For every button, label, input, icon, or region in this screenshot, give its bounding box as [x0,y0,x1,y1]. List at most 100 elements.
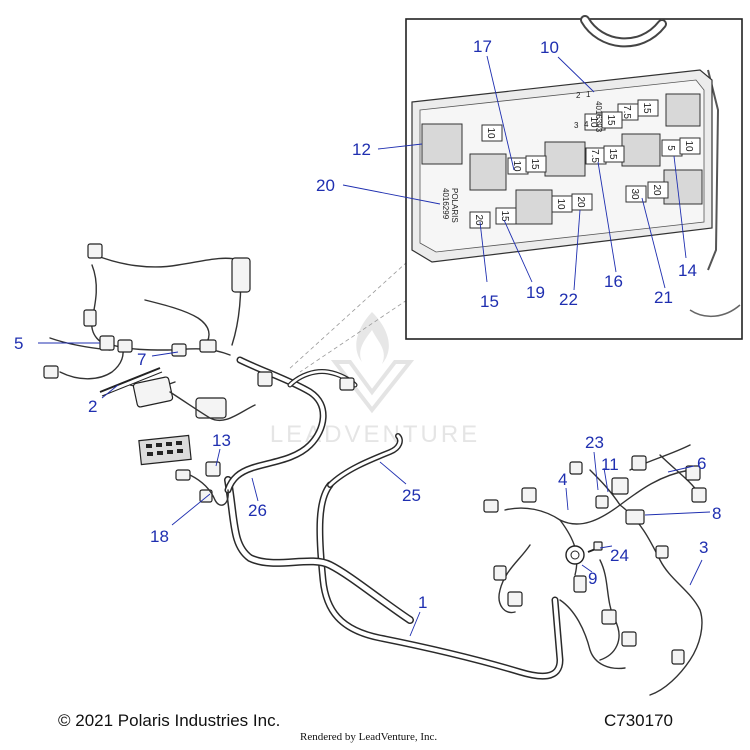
relay [421,123,463,165]
connector [507,591,523,607]
connector [117,339,133,353]
fuse-box-part-label: 4016299 [441,188,450,220]
callout-number: 26 [248,501,267,520]
callout-number: 22 [559,290,578,309]
callout-number: 20 [316,176,335,195]
callout-number: 7 [137,350,146,369]
leadventure-watermark: LEADVENTURE [270,312,480,448]
svg-text:15: 15 [641,102,652,114]
callout-number: 17 [473,37,492,56]
svg-text:10: 10 [485,127,496,139]
relay [544,141,586,177]
rendered-by-text: Rendered by LeadVenture, Inc. [300,731,438,743]
callout-number: 15 [480,292,499,311]
callout-number: 12 [352,140,371,159]
fuse-rating: 15 [525,155,547,173]
fuse-rating: 5 [661,139,683,157]
fuse-block [138,434,192,466]
callout-number: 23 [585,433,604,452]
fuse-rating: 10 [679,137,701,155]
svg-text:7.5: 7.5 [621,105,632,119]
watermark-flame-icon [356,312,389,364]
callout-number: 6 [697,454,706,473]
connector [483,499,499,513]
connector [573,575,587,593]
connector [257,371,273,387]
callout-number: 9 [588,569,597,588]
callout-number: 5 [14,334,23,353]
fuse-rating: 20 [469,211,491,229]
callout-number: 24 [610,546,629,565]
fuse-box-brand-label: POLARIS [450,188,459,223]
connector [521,487,537,503]
fuse-rating: 7.5 [585,147,607,165]
callout-number: 4 [558,470,567,489]
diagram-part-number: C730170 [604,711,674,730]
callout-number: 18 [150,527,169,546]
callout-number: 13 [212,431,231,450]
relay [665,93,701,127]
watermark-v-icon [330,360,415,414]
svg-text:15: 15 [529,158,540,170]
svg-text:10: 10 [511,160,522,172]
svg-text:20: 20 [473,214,484,226]
fuse-rating: 15 [601,111,623,129]
connector [83,309,97,327]
relay-number: 3 [574,121,579,130]
fuse-rating: 15 [495,207,517,225]
connector [625,509,645,525]
fuse-box: 10 7.5 15 10 15 10 15 7.5 15 5 10 20 15 … [411,15,741,317]
fuse-rating: 30 [625,185,647,203]
svg-text:15: 15 [499,210,510,222]
watermark-text: LEADVENTURE [270,421,480,448]
relay [621,133,661,167]
svg-text:30: 30 [629,188,640,200]
svg-text:5: 5 [665,145,676,151]
svg-text:10: 10 [588,116,599,128]
connector [631,455,647,471]
callout-number: 2 [88,397,97,416]
relay-holder [132,376,174,408]
callout-number: 14 [678,261,697,280]
callout-number: 25 [402,486,421,505]
svg-text:10: 10 [555,198,566,210]
connector [99,335,115,351]
svg-text:20: 20 [651,184,662,196]
connector [43,365,59,379]
fuse-rating: 10 [507,157,529,175]
connector [691,487,707,503]
callout-number: 3 [699,538,708,557]
connector [175,469,191,481]
connector [621,631,637,647]
main-harness [224,356,564,680]
callout-number: 19 [526,283,545,302]
fuse-box-part-label-right: 4016393 [594,101,603,133]
connector [595,495,609,509]
svg-text:20: 20 [575,196,586,208]
relay-number: 1 [586,90,591,99]
detail-projection-lines [287,261,408,373]
connector [671,649,685,665]
relay-number: 4 [584,120,589,129]
connector [493,565,507,581]
connector [231,257,251,293]
fuse-rating: 15 [637,99,659,117]
connector [611,477,629,495]
callout-number: 1 [418,593,427,612]
fuse-rating: 20 [647,181,669,199]
copyright-text: © 2021 Polaris Industries Inc. [58,711,281,730]
fuse-rating: 15 [603,145,625,163]
relay [663,169,703,205]
callout-list: 1 2 3 4 5 6 7 8 9 10 11 12 13 14 15 16 1… [14,37,721,612]
fuse-rating-list: 10 7.5 15 10 15 10 15 7.5 15 5 10 20 15 … [469,99,701,229]
connector [171,343,187,357]
callout-number: 11 [601,455,619,474]
connector [87,243,103,259]
connector [593,541,603,551]
connector [205,461,221,477]
connector [655,545,669,559]
connector [199,339,217,353]
svg-text:15: 15 [607,148,618,160]
callout-number: 21 [654,288,673,307]
